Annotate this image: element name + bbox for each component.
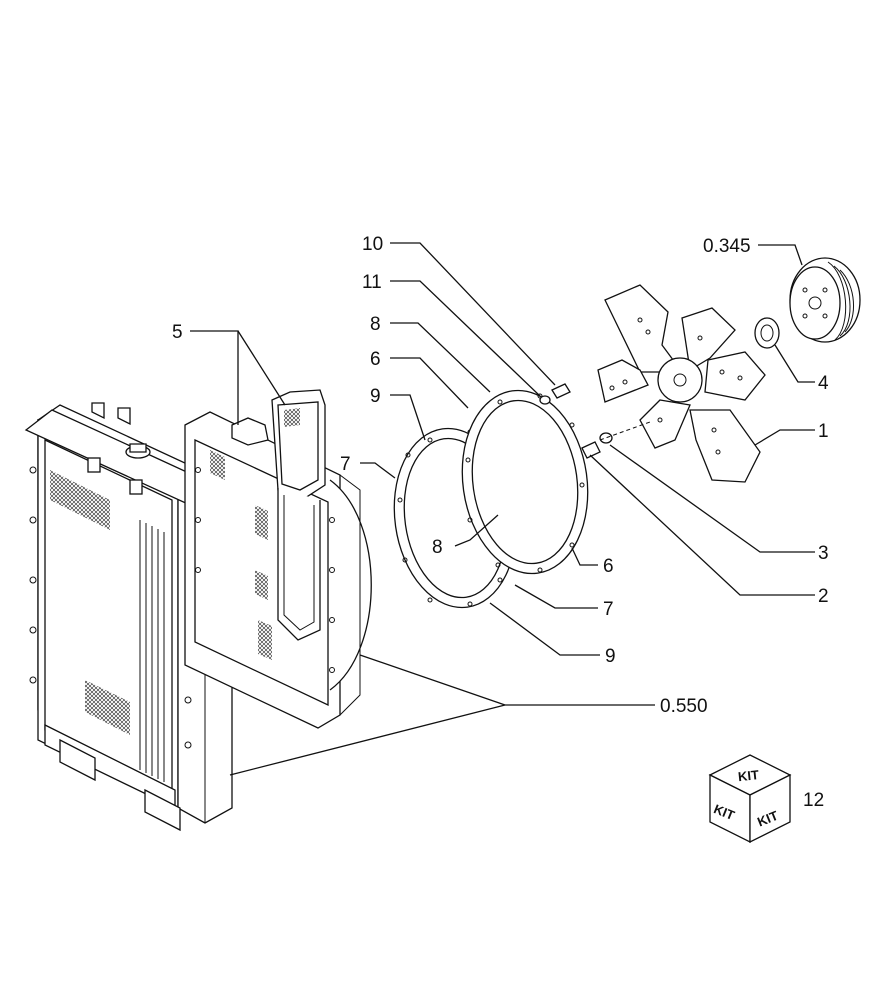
leader-lines: [190, 242, 815, 776]
callout-3: 3: [818, 543, 829, 564]
kit-label-top: KIT: [737, 767, 759, 784]
cooling-fan: [597, 284, 766, 483]
callout-7-bottom: 7: [603, 599, 614, 620]
callout-4: 4: [818, 373, 829, 394]
callout-9-top: 9: [370, 386, 381, 407]
pulley: [789, 257, 861, 343]
kit-cube-icon: KIT KIT KIT: [708, 754, 792, 844]
callout-0550: 0.550: [660, 696, 708, 717]
callout-7-left: 7: [340, 454, 351, 475]
callout-2: 2: [818, 586, 829, 607]
callout-9-bottom: 9: [605, 646, 616, 667]
callout-0345: 0.345: [703, 236, 751, 257]
callout-1: 1: [818, 421, 829, 442]
bolt-and-washer-upper: [539, 383, 571, 405]
kit-label-left: KIT: [712, 801, 737, 823]
callout-8-bottom: 8: [432, 537, 443, 558]
callout-10: 10: [362, 234, 383, 255]
bolt-and-washer-lower: [581, 421, 651, 459]
callout-5: 5: [172, 322, 183, 343]
callout-8-top: 8: [370, 314, 381, 335]
callout-6-top: 6: [370, 349, 381, 370]
callout-12: 12: [803, 790, 824, 811]
callout-11: 11: [362, 272, 382, 293]
fan-spacer: [754, 317, 780, 349]
callout-6-bottom: 6: [603, 556, 614, 577]
kit-label-right: KIT: [755, 808, 780, 830]
seal-strips: [231, 389, 326, 641]
callout-labels: 10 11 8 6 9 7 5 8 0.345 4 1 3 2 6 7 9 0.…: [172, 234, 829, 811]
shroud-ring-back: [461, 389, 589, 575]
